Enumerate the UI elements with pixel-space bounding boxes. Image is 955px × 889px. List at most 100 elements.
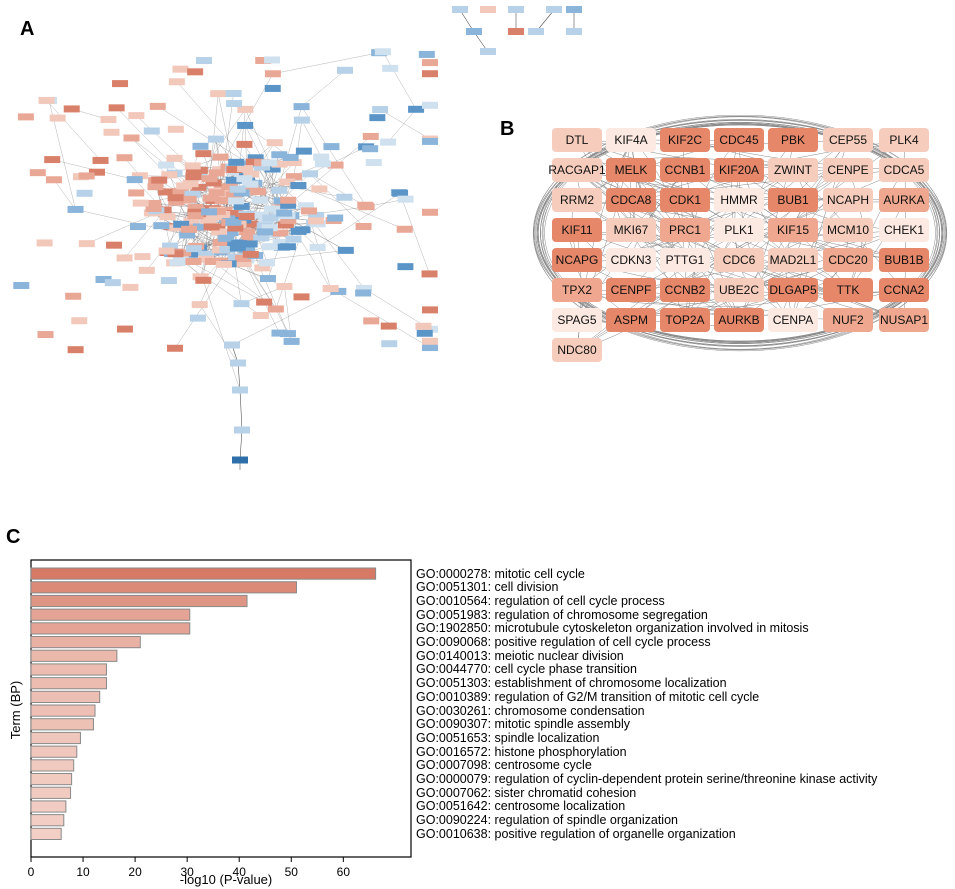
network-node: [104, 279, 121, 287]
bar-12: [30, 731, 81, 745]
network-node: [355, 289, 372, 297]
network-node: [112, 80, 129, 88]
hub-node-rrm2: RRM2: [552, 188, 602, 212]
bar-17: [30, 800, 67, 813]
network-nodes: [13, 48, 438, 464]
network-node: [195, 276, 212, 284]
isolated-node: CDCA8: [466, 28, 482, 35]
network-node: [183, 217, 200, 225]
go-term-label: GO:0000079: regulation of cyclin-depende…: [416, 772, 878, 786]
go-term-label: GO:0051983: regulation of chromosome seg…: [416, 607, 708, 622]
hub-node-kif2c: KIF2C: [660, 128, 710, 152]
network-node: [237, 121, 254, 129]
network-node: [192, 142, 209, 150]
network-node: [209, 207, 226, 215]
network-node: [192, 223, 209, 231]
ppi-network: SH2D1BCCDC88BKCNJ1TMEM130VSIG2CDCA8ZNF38…: [13, 6, 582, 470]
network-node: [397, 263, 414, 271]
network-node: [166, 154, 183, 162]
network-node: [145, 204, 162, 212]
network-node: [252, 311, 269, 319]
network-node: [280, 201, 297, 209]
network-node: [293, 116, 310, 124]
network-node: [210, 90, 227, 98]
network-node: [184, 162, 201, 170]
panel-c-letter: C: [6, 526, 21, 548]
network-node: [227, 224, 244, 232]
network-node: [261, 224, 278, 232]
hub-node-nuf2: NUF2: [823, 308, 873, 332]
hub-node-mad2l1: MAD2L1: [768, 248, 818, 272]
network-node: [272, 239, 289, 247]
network-node: [212, 153, 229, 161]
hub-node-cdc45: CDC45: [714, 128, 764, 152]
network-node: [45, 176, 62, 184]
network-node: [29, 169, 46, 177]
network-node: [381, 340, 398, 348]
bar-3: [30, 608, 191, 621]
network-node: [204, 257, 221, 265]
network-node: [228, 158, 245, 166]
network-node: [355, 222, 372, 230]
bar-9: [30, 690, 101, 704]
hub-node-spag5: SPAG5: [552, 308, 602, 332]
network-node: [276, 209, 293, 217]
network-node: [185, 173, 202, 181]
network-node: [106, 241, 123, 249]
network-node: [151, 176, 168, 184]
go-term-label: GO:0051642: centrosome localization: [416, 799, 626, 814]
network-node: [290, 182, 307, 190]
network-node: [78, 172, 95, 180]
hub-node-nusap1: NUSAP1: [879, 308, 929, 332]
network-node: [179, 231, 196, 239]
network-node: [78, 240, 95, 248]
network-node: [308, 211, 325, 219]
network-node: [122, 283, 139, 291]
hub-node-cdca8: CDCA8: [606, 188, 656, 212]
isolated-node: LOC: [566, 28, 582, 35]
network-node: [374, 48, 391, 56]
network-node: [166, 344, 183, 352]
network-node: [88, 168, 105, 176]
network-node: [276, 283, 293, 291]
network-node: [250, 188, 267, 196]
hub-node-melk: MELK: [606, 158, 656, 182]
network-node: [295, 147, 312, 155]
hub-node-ccnb2: CCNB2: [660, 278, 710, 302]
network-node: [356, 284, 373, 292]
network-node: [302, 170, 319, 178]
hub-node-plk4: PLK4: [879, 128, 929, 152]
network-node: [415, 322, 432, 330]
network-node: [307, 217, 324, 225]
isolated-node: TMEM130: [546, 6, 562, 13]
network-node: [314, 160, 331, 168]
network-node: [128, 189, 145, 197]
network-node: [212, 238, 229, 246]
network-node: [138, 266, 155, 274]
network-node: [261, 159, 278, 167]
isolated-node: SH2D1B: [452, 6, 468, 13]
network-node: [181, 225, 198, 233]
hub-node-ncaph: NCAPH: [823, 188, 873, 212]
panel-b-letter: B: [500, 118, 515, 140]
network-node: [172, 65, 189, 73]
network-node: [408, 105, 425, 113]
network-node: [226, 100, 243, 108]
go-term-label: GO:0051301: cell division: [416, 580, 559, 595]
go-term-label: GO:0016572: histone phosphorylation: [416, 744, 627, 759]
hub-node-zwint: ZWINT: [768, 158, 818, 182]
network-node: [241, 240, 258, 248]
network-node: [422, 137, 438, 145]
network-node: [322, 285, 339, 293]
network-node: [236, 140, 253, 148]
network-node: [128, 112, 145, 120]
network-node: [235, 260, 252, 268]
network-node: [184, 190, 201, 198]
network-node: [285, 173, 302, 181]
network-node: [196, 57, 213, 65]
go-term-label: GO:0010564: regulation of cell cycle pro…: [416, 593, 665, 608]
network-node: [208, 189, 225, 197]
network-node: [225, 218, 242, 226]
network-node: [362, 132, 379, 140]
